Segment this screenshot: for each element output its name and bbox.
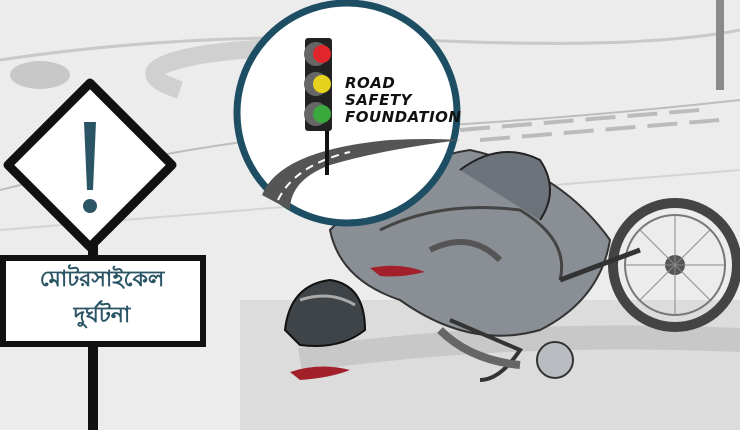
green-light-icon bbox=[313, 105, 331, 123]
crashed-motorcycle bbox=[328, 148, 740, 382]
warning-sign bbox=[0, 78, 206, 430]
logo-text: ROAD SAFETY FOUNDATION bbox=[345, 75, 461, 126]
exclamation-icon bbox=[84, 122, 96, 190]
yellow-light-icon bbox=[313, 75, 331, 93]
logo-line-2: SAFETY bbox=[345, 91, 412, 109]
helmet bbox=[283, 278, 367, 347]
road-safety-foundation-logo bbox=[233, 0, 461, 227]
blood-stain bbox=[290, 366, 350, 380]
blood-stain bbox=[370, 265, 425, 277]
logo-line-3: FOUNDATION bbox=[345, 108, 462, 126]
sign-text: মোটরসাইকেল দুর্ঘটনা bbox=[4, 262, 200, 334]
red-light-icon bbox=[313, 45, 331, 63]
logo-line-1: ROAD bbox=[345, 74, 396, 92]
sign-line-2: দুর্ঘটনা bbox=[73, 303, 131, 328]
sign-line-1: মোটরসাইকেল bbox=[39, 267, 165, 292]
pole-icon bbox=[716, 0, 724, 90]
